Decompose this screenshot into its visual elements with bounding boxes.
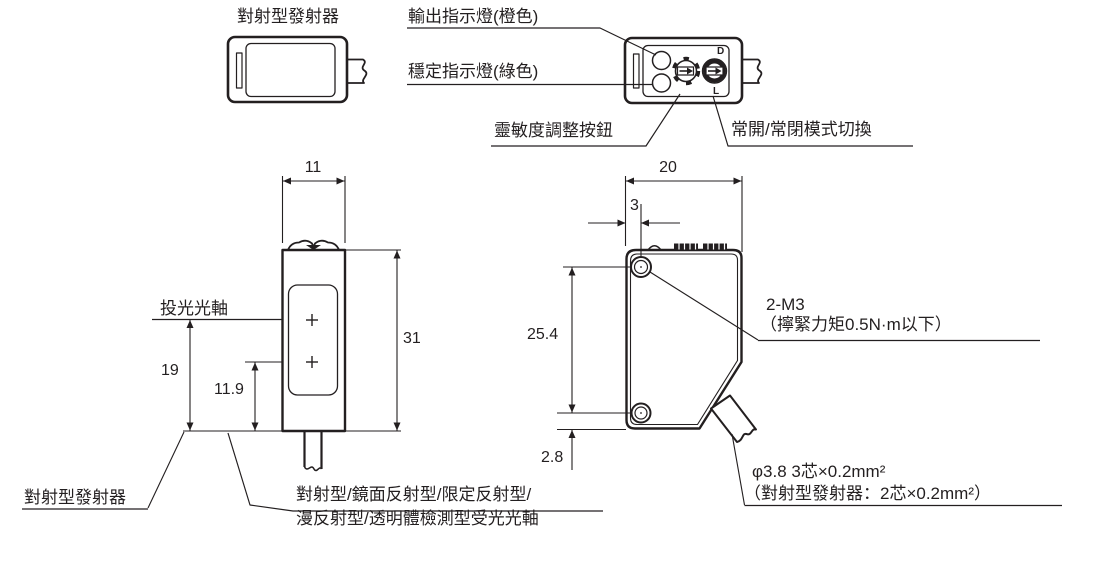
receiver-axis-label-line2: 漫反射型/透明體檢測型受光光軸: [296, 509, 539, 528]
emit-axis-label: 投光光軸: [160, 299, 228, 318]
screw-label-line2: （擰緊力矩0.5N·m以下）: [760, 315, 952, 334]
cable-label-line2: （對射型發射器：2芯×0.2mm²）: [744, 484, 991, 503]
front-height-dim-text: 31: [403, 330, 421, 347]
dim-height-31: [345, 249, 401, 432]
output-indicator-label: 輸出指示燈(橙色): [408, 7, 539, 26]
knurl-hatching: [678, 243, 726, 250]
top-dial-knurls: [674, 243, 727, 250]
mode-switch-label: 常開/常閉模式切換: [731, 120, 872, 139]
recv-axis-dim-text: 11.9: [214, 381, 244, 398]
front-width-dim-text: 11: [304, 159, 322, 176]
mounting-hole-top: [630, 256, 652, 278]
output-indicator-lamp: [651, 50, 672, 71]
side-view-drawing: [557, 176, 1062, 507]
emitter-top-view-drawing: [226, 35, 368, 104]
hole-bottom-dim-text: 2.8: [541, 449, 564, 466]
sensitivity-button-label: 靈敏度調整按鈕: [494, 121, 613, 140]
lens-window: [287, 284, 339, 396]
dim-axis-19: [152, 318, 283, 431]
front-view-drawing: [22, 176, 603, 512]
mounting-hole-bottom: [630, 402, 652, 424]
connector-tab: [742, 58, 763, 84]
dim-bottom-2-8: [557, 428, 626, 470]
output-indicator-leader: [407, 27, 657, 56]
sensitivity-dial: [671, 56, 701, 86]
cable-gland: [710, 394, 757, 443]
mode-switch-dial: D L: [701, 46, 728, 97]
dim-offset-3: [588, 204, 680, 256]
dim-width-11: [281, 176, 346, 243]
emit-axis-dim-text: 19: [161, 362, 179, 379]
screw-label-line1: 2-M3: [766, 295, 805, 314]
receiver-axis-label-line1: 對射型/鏡面反射型/限定反射型/: [296, 485, 532, 504]
cable: [303, 431, 323, 472]
hole-offset-dim-text: 3: [630, 197, 639, 214]
dim-span-25-4: [557, 266, 631, 414]
side-width-dim-text: 20: [659, 159, 677, 176]
mode-mark-l: L: [713, 86, 719, 97]
dim-axis-11-9: [245, 361, 283, 431]
emitter-top-view-title: 對射型發射器: [237, 7, 339, 26]
bottom-label-leaders: [22, 431, 603, 512]
hole-span-dim-text: 25.4: [527, 326, 559, 343]
sensor-top-view-drawing: D L: [407, 27, 913, 147]
stability-indicator-label: 穩定指示燈(綠色): [408, 62, 539, 81]
stability-indicator-lamp: [651, 73, 672, 93]
cable-label-line1: φ3.8 3芯×0.2mm²: [752, 462, 886, 481]
sensitivity-leader: [491, 93, 681, 147]
emitter-bottom-label: 對射型發射器: [24, 488, 126, 507]
screw-label-leader: [649, 271, 1040, 342]
optical-axis-marks: [306, 314, 318, 368]
mode-switch-leader: [712, 95, 913, 147]
mode-mark-d: D: [717, 46, 724, 57]
dim-width-20: [624, 176, 743, 252]
top-lamp-bump: [647, 245, 662, 251]
cable-label-leader: [731, 433, 1062, 507]
connector-tab: [347, 58, 368, 84]
